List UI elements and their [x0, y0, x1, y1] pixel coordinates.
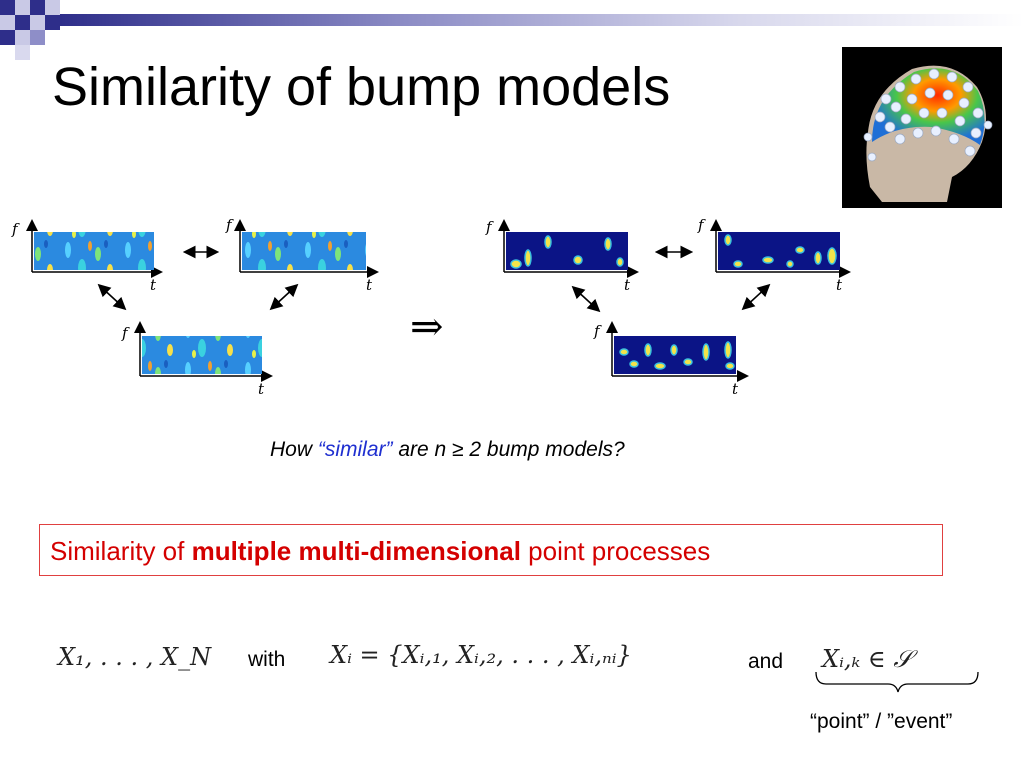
axis-f-label: f: [225, 216, 234, 234]
bump-map-top-left: f t: [485, 218, 639, 294]
formula-and: and: [748, 650, 784, 673]
compare-arrow: [571, 285, 601, 313]
axis-t-label: t: [732, 380, 739, 398]
axis-f-label: f: [593, 322, 602, 340]
axis-t-label: t: [836, 276, 843, 294]
header-gradient-bar: [60, 14, 1024, 26]
question-accent: “similar”: [317, 438, 393, 461]
tf-map-bottom: f t: [121, 321, 273, 398]
axis-t-label: t: [150, 276, 157, 294]
compare-arrow: [269, 283, 299, 311]
bump-map-bottom: f t: [593, 321, 749, 398]
axis-f-label: f: [697, 216, 706, 234]
highlight-box: Similarity of multiple multi-dimensional…: [39, 524, 943, 576]
implies-symbol: ⇒: [410, 304, 444, 350]
question-text: How “similar” are n ≥ 2 bump models?: [270, 438, 625, 462]
question-prefix: How: [270, 438, 318, 461]
compare-arrow: [741, 283, 771, 311]
underbrace: [815, 671, 979, 693]
formula-definition: Xᵢ = {Xᵢ,₁, Xᵢ,₂, . . . , Xᵢ,ₙᵢ}: [330, 641, 632, 669]
axis-f-label: f: [121, 324, 130, 342]
axis-t-label: t: [258, 380, 265, 398]
eeg-head-photo-icon: [842, 47, 1002, 208]
slide-title: Similarity of bump models: [52, 57, 671, 117]
bump-model-diagram: f t f t f t ⇒ f t: [11, 216, 851, 398]
highlight-post: point processes: [520, 536, 711, 566]
highlight-pre: Similarity of: [50, 536, 192, 566]
highlight-bold: multiple multi-dimensional: [191, 536, 521, 566]
compare-arrow: [97, 283, 127, 311]
bump-map-top-right: f t: [697, 216, 851, 294]
highlight-text: Similarity of multiple multi-dimensional…: [50, 536, 710, 567]
formula-sequence: X₁, . . . , X_N: [58, 643, 212, 671]
tf-map-top-right: f t: [225, 216, 379, 294]
axis-f-label: f: [485, 218, 494, 236]
question-suffix: are n ≥ 2 bump models?: [392, 438, 625, 461]
axis-t-label: t: [624, 276, 631, 294]
axis-f-label: f: [11, 220, 20, 238]
axis-t-label: t: [366, 276, 373, 294]
brace-note: “point” / ”event”: [810, 710, 953, 733]
tf-map-top-left: f t: [11, 219, 163, 294]
formula-membership: Xᵢ,ₖ ∈ 𝒮: [822, 645, 912, 673]
formula-with: with: [248, 648, 286, 671]
